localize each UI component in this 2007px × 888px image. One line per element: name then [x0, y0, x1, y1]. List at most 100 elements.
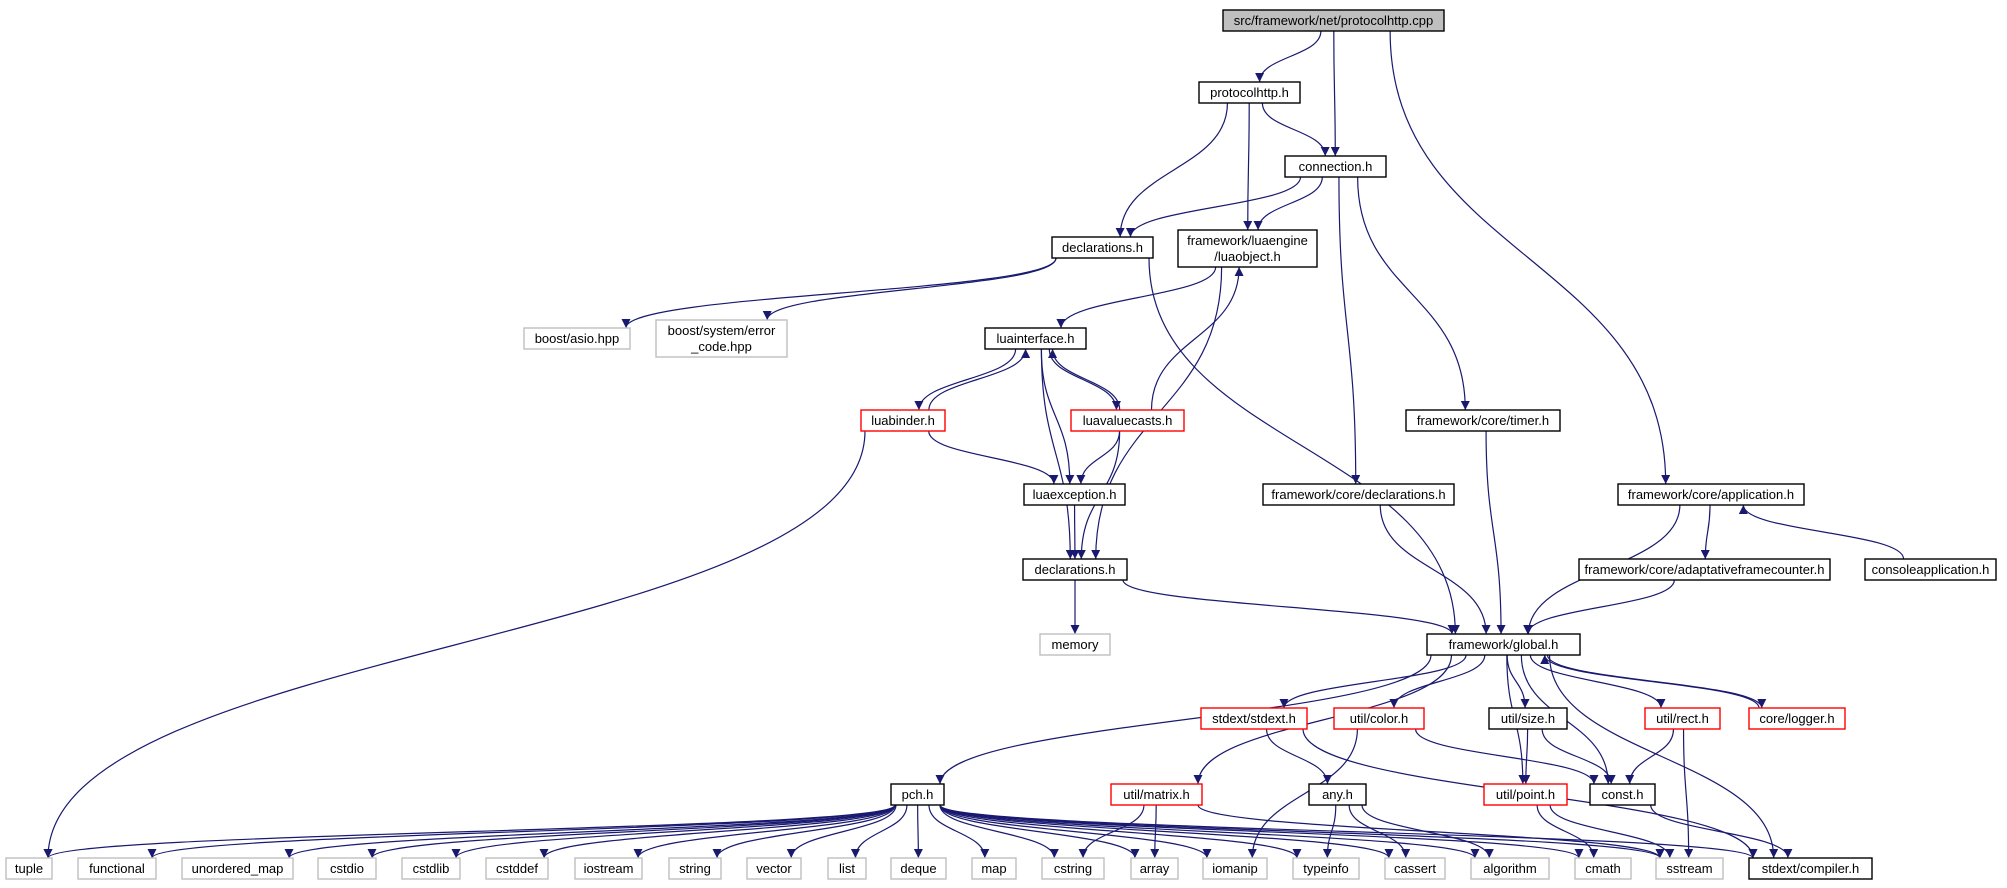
edge-pch-to-array: [939, 804, 1140, 859]
node-label: util/color.h: [1350, 711, 1409, 726]
node-cstddef[interactable]: cstddef: [485, 857, 549, 880]
node-luavaluecasts[interactable]: luavaluecasts.h: [1070, 409, 1185, 432]
node-iomanip[interactable]: iomanip: [1202, 857, 1268, 880]
node-unordered-map[interactable]: unordered_map: [181, 857, 294, 880]
node-logger[interactable]: core/logger.h: [1748, 707, 1846, 730]
edge-matrix-to-sstream: [1197, 804, 1665, 859]
edge-pch-to-functional: [147, 804, 896, 859]
node-boost-asio[interactable]: boost/asio.hpp: [523, 327, 631, 350]
node-iostream[interactable]: iostream: [574, 857, 643, 880]
node-any[interactable]: any.h: [1308, 783, 1367, 806]
edge-color-to-iomanip: [1247, 728, 1358, 859]
edge-core-declarations-to-global: [1379, 504, 1491, 635]
node-label: cstdlib: [413, 861, 450, 876]
node-array[interactable]: array: [1130, 857, 1179, 880]
node-deque[interactable]: deque: [890, 857, 947, 880]
node-cstdlib[interactable]: cstdlib: [401, 857, 461, 880]
node-label: framework/luaengine: [1187, 233, 1308, 248]
node-declarations-net[interactable]: declarations.h: [1051, 236, 1154, 259]
node-stdext[interactable]: stdext/stdext.h: [1200, 707, 1308, 730]
node-global[interactable]: framework/global.h: [1426, 633, 1581, 656]
node-box: [1222, 9, 1445, 32]
node-point[interactable]: util/point.h: [1483, 783, 1568, 806]
node-box: [1405, 409, 1561, 432]
node-label: /luaobject.h: [1214, 249, 1281, 264]
node-core-application[interactable]: framework/core/application.h: [1617, 483, 1805, 506]
node-list[interactable]: list: [827, 857, 867, 880]
edge-declarations-net-to-boost-asio: [621, 257, 1057, 329]
node-boost-error[interactable]: boost/system/error_code.hpp: [655, 319, 788, 358]
node-cmath[interactable]: cmath: [1574, 857, 1632, 880]
node-map[interactable]: map: [971, 857, 1017, 880]
node-rect[interactable]: util/rect.h: [1644, 707, 1721, 730]
node-box: [746, 857, 802, 880]
node-luaexception[interactable]: luaexception.h: [1023, 483, 1126, 506]
node-box: [1051, 236, 1154, 259]
node-root[interactable]: src/framework/net/protocolhttp.cpp: [1222, 9, 1445, 32]
node-cassert[interactable]: cassert: [1384, 857, 1446, 880]
node-color[interactable]: util/color.h: [1333, 707, 1425, 730]
node-functional[interactable]: functional: [77, 857, 157, 880]
node-box: [1022, 558, 1128, 581]
node-box: [1574, 857, 1632, 880]
node-size[interactable]: util/size.h: [1488, 707, 1568, 730]
edge-luaobject-to-luainterface: [1056, 266, 1217, 329]
node-core-timer[interactable]: framework/core/timer.h: [1405, 409, 1561, 432]
node-label: _code.hpp: [690, 339, 752, 354]
edge-any-to-cassert: [1348, 804, 1411, 859]
node-const[interactable]: const.h: [1589, 783, 1656, 806]
node-sstream[interactable]: sstream: [1655, 857, 1724, 880]
node-box: [890, 783, 945, 806]
node-label: typeinfo: [1303, 861, 1349, 876]
node-box: [1070, 409, 1185, 432]
edge-color-to-const: [1414, 728, 1599, 785]
node-protocolhttp[interactable]: protocolhttp.h: [1198, 81, 1301, 104]
edge-global-to-stdext: [1279, 654, 1467, 709]
edge-const-to-compiler: [1650, 804, 1793, 859]
node-label: const.h: [1602, 787, 1644, 802]
edge-pch-to-typeinfo: [939, 804, 1302, 859]
node-memory[interactable]: memory: [1039, 633, 1111, 656]
node-vector[interactable]: vector: [746, 857, 802, 880]
node-cstring[interactable]: cstring: [1041, 857, 1105, 880]
node-box: [1864, 558, 1997, 581]
node-consoleapp[interactable]: consoleapplication.h: [1864, 558, 1997, 581]
node-label: iomanip: [1212, 861, 1258, 876]
edge-connection-to-luaobject: [1253, 176, 1323, 231]
node-algorithm[interactable]: algorithm: [1470, 857, 1550, 880]
node-box: [1023, 483, 1126, 506]
node-declarations-lua[interactable]: declarations.h: [1022, 558, 1128, 581]
node-luainterface[interactable]: luainterface.h: [984, 327, 1087, 350]
node-core-declarations[interactable]: framework/core/declarations.h: [1262, 483, 1455, 506]
node-label: boost/system/error: [668, 323, 776, 338]
node-label: luainterface.h: [996, 331, 1074, 346]
node-adaptative[interactable]: framework/core/adaptativeframecounter.h: [1578, 558, 1831, 581]
node-label: cstring: [1054, 861, 1092, 876]
node-box: [317, 857, 377, 880]
node-compiler[interactable]: stdext/compiler.h: [1748, 857, 1873, 880]
node-label: iostream: [584, 861, 634, 876]
node-label: framework/core/declarations.h: [1271, 487, 1445, 502]
node-pch[interactable]: pch.h: [890, 783, 945, 806]
node-box: [485, 857, 549, 880]
node-cstdio[interactable]: cstdio: [317, 857, 377, 880]
node-luaobject[interactable]: framework/luaengine/luaobject.h: [1177, 229, 1318, 268]
edge-pch-to-cstring: [939, 804, 1059, 859]
node-connection[interactable]: connection.h: [1284, 155, 1387, 178]
edge-pch-to-compiler: [939, 804, 1758, 859]
edge-declarations-net-to-global: [1148, 257, 1460, 635]
node-typeinfo[interactable]: typeinfo: [1292, 857, 1360, 880]
edge-pch-to-tuple: [43, 804, 896, 859]
node-string[interactable]: string: [668, 857, 722, 880]
edge-pch-to-sstream: [939, 804, 1665, 859]
node-label: framework/core/timer.h: [1417, 413, 1549, 428]
node-tuple[interactable]: tuple: [5, 857, 53, 880]
node-box: [890, 857, 947, 880]
edge-luavaluecasts-to-luaobject: [1150, 266, 1244, 411]
node-label: util/size.h: [1501, 711, 1555, 726]
node-matrix[interactable]: util/matrix.h: [1110, 783, 1203, 806]
edge-global-to-rect: [1529, 654, 1666, 709]
node-box: [984, 327, 1087, 350]
node-box: [1177, 229, 1318, 268]
node-luabinder[interactable]: luabinder.h: [860, 409, 946, 432]
